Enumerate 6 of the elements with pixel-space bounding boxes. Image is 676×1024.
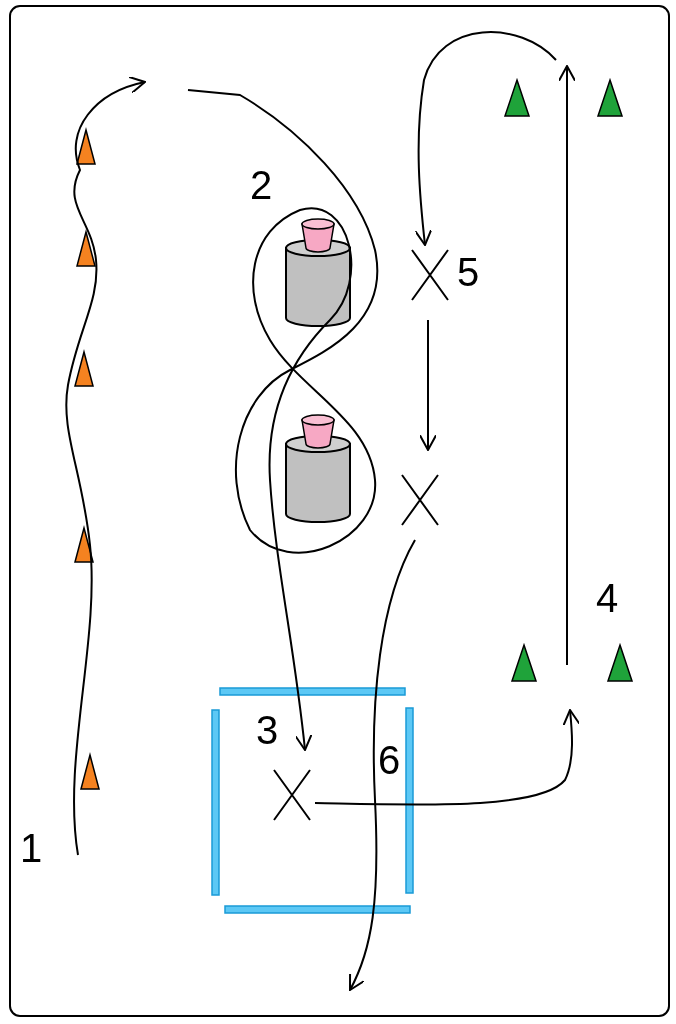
station-number: 2 — [250, 165, 273, 205]
station-number: 1 — [20, 828, 43, 868]
station-number: 5 — [457, 252, 480, 292]
station-number: 3 — [256, 710, 279, 750]
station-number: 4 — [596, 578, 619, 618]
station-number: 6 — [378, 740, 401, 780]
